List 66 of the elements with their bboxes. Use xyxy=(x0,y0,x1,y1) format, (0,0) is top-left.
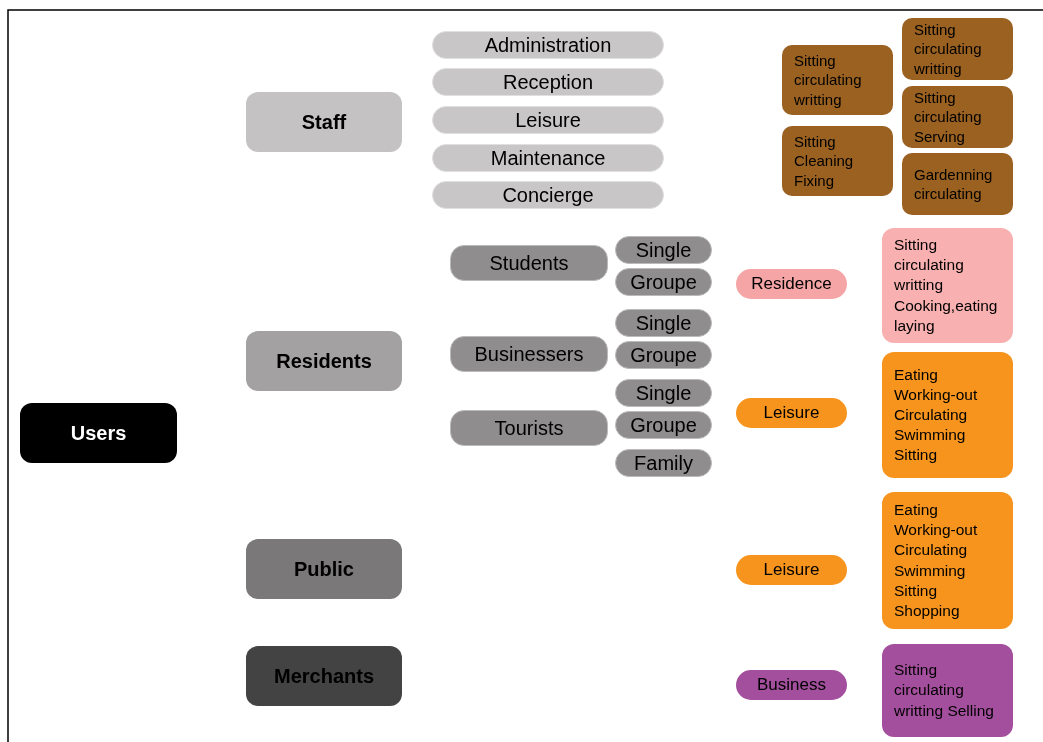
activity-list: Sitting circulating writting Cooking,eating laying xyxy=(894,235,1001,336)
node-label: Students xyxy=(489,252,569,274)
activity-list: Sitting circulating writting xyxy=(794,50,881,110)
role-pill xyxy=(432,31,664,59)
activity-list: Sitting circulating Serving xyxy=(914,87,1001,147)
category-box xyxy=(246,92,402,152)
activity-box xyxy=(882,644,1013,737)
function-pill xyxy=(736,670,847,700)
node-label: Businessers xyxy=(474,343,584,365)
node-label: Groupe xyxy=(630,344,697,366)
category-box xyxy=(246,539,402,599)
node-label: Concierge xyxy=(502,184,594,206)
type-pill xyxy=(615,309,712,337)
node-label: Administration xyxy=(484,34,612,56)
node-label: Business xyxy=(757,675,826,695)
group-pill xyxy=(450,336,608,372)
role-pill xyxy=(432,144,664,172)
activity-box xyxy=(882,228,1013,343)
function-pill xyxy=(736,398,847,428)
category-box xyxy=(20,403,177,463)
activity-box xyxy=(782,126,893,196)
activity-box xyxy=(902,86,1013,148)
category-box xyxy=(246,331,402,391)
role-pill xyxy=(432,181,664,209)
node-label: Staff xyxy=(301,111,347,133)
activity-box xyxy=(782,45,893,115)
activity-box xyxy=(882,492,1013,629)
activity-list: Gardenning circulating xyxy=(914,164,1001,204)
node-label: Leisure xyxy=(515,109,581,131)
node-label: Groupe xyxy=(630,414,697,436)
activity-list: Sitting circulating writting Selling xyxy=(894,660,1001,721)
node-label: Residents xyxy=(276,350,372,372)
node-label: Single xyxy=(635,382,692,404)
node-label: Groupe xyxy=(630,271,697,293)
role-pill xyxy=(432,106,664,134)
type-pill xyxy=(615,236,712,264)
activity-list: Eating Working-out Circulating Swimming Sitting Shopping xyxy=(894,500,1001,621)
group-pill xyxy=(450,410,608,446)
type-pill xyxy=(615,449,712,477)
group-pill xyxy=(450,245,608,281)
category-box xyxy=(246,646,402,706)
node-label: Single xyxy=(635,312,692,334)
node-label: Merchants xyxy=(274,665,374,687)
type-pill xyxy=(615,411,712,439)
node-label: Tourists xyxy=(494,417,564,439)
activity-box xyxy=(882,352,1013,478)
type-pill xyxy=(615,379,712,407)
node-label: Public xyxy=(294,558,354,580)
function-pill xyxy=(736,269,847,299)
node-label: Maintenance xyxy=(490,147,606,169)
activity-list: Sitting Cleaning Fixing xyxy=(794,131,881,191)
node-label: Residence xyxy=(751,274,832,294)
activity-list: Eating Working-out Circulating Swimming Sitting xyxy=(894,364,1001,466)
node-label: Leisure xyxy=(763,560,820,580)
node-label: Family xyxy=(634,452,693,474)
type-pill xyxy=(615,268,712,296)
activity-box xyxy=(902,153,1013,215)
activity-list: Sitting circulating writting xyxy=(914,19,1001,79)
activity-box xyxy=(902,18,1013,80)
node-label: Single xyxy=(635,239,692,261)
function-pill xyxy=(736,555,847,585)
role-pill xyxy=(432,68,664,96)
type-pill xyxy=(615,341,712,369)
node-label: Users xyxy=(70,422,127,444)
node-label: Reception xyxy=(502,71,594,93)
node-label: Leisure xyxy=(763,403,820,423)
